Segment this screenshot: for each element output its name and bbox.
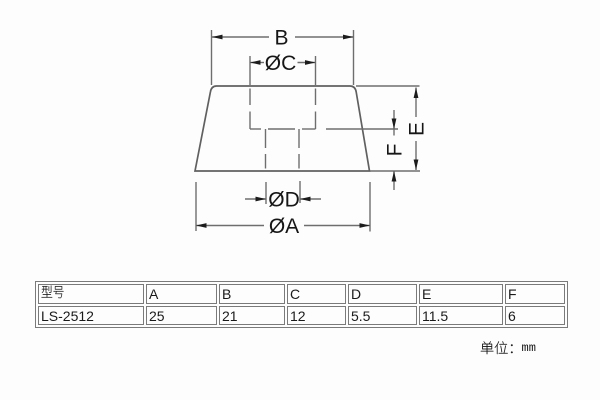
svg-text:ØA: ØA <box>269 215 299 238</box>
svg-text:B: B <box>274 27 288 50</box>
svg-text:ØD: ØD <box>268 189 300 212</box>
svg-text:E: E <box>406 122 429 136</box>
svg-text:ØC: ØC <box>265 52 297 75</box>
svg-text:F: F <box>384 144 407 157</box>
